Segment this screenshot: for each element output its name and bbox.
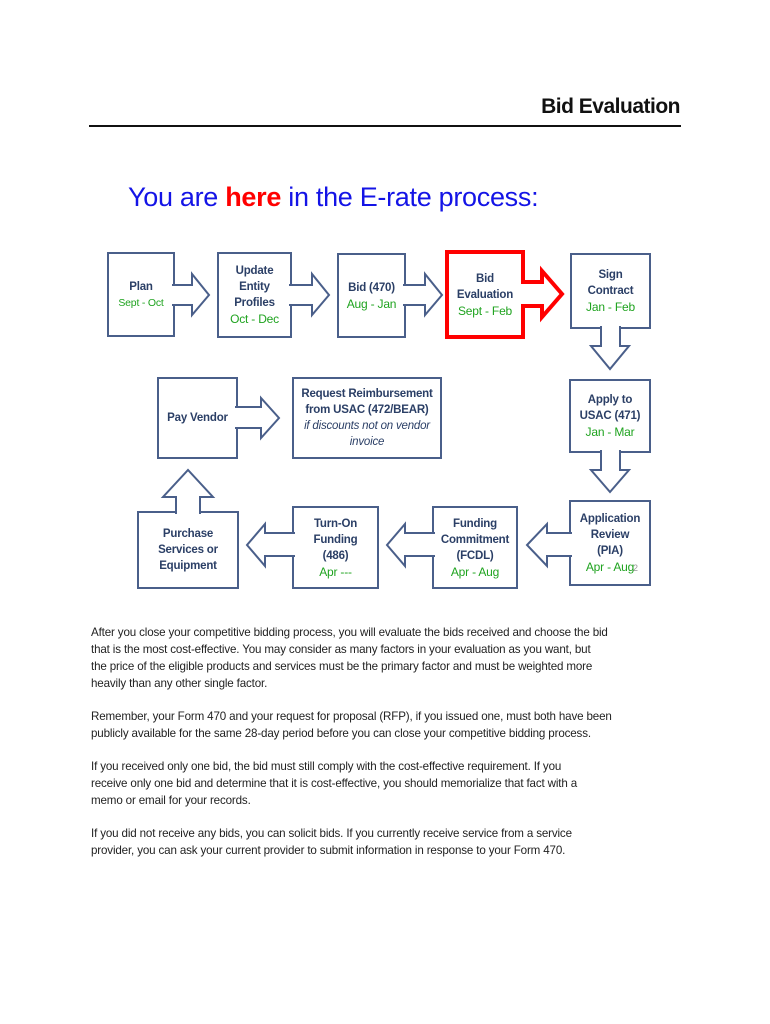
step-label: Review [590,529,630,541]
plan-box-shape [107,252,175,337]
heading-highlight: here [225,182,282,212]
step-label: Contract [587,285,634,297]
step-funding-commitment: Funding Commitment (FCDL) Apr - Aug [433,507,517,588]
text-line: provider, you can ask your current provi… [91,844,566,857]
step-label: Services or [158,544,218,556]
step-turn-on-funding: Turn-On Funding (486) Apr --- [293,507,378,588]
step-request-reimbursement: Request Reimbursement from USAC (472/BEA… [293,378,441,458]
step-label: Apply to [587,394,633,406]
arrow-right-icon [289,271,331,318]
step-bid-470: Bid (470) Aug - Jan [338,254,405,337]
step-application-review: Application Review (PIA) Apr - Aug [570,501,650,585]
step-date: Apr - Aug [585,560,635,574]
arrow-down-icon [588,326,632,371]
text-line: that is the most cost-effective. You may… [91,643,591,656]
step-label: Request Reimbursement [301,388,433,400]
arrow-right-highlight-icon [521,265,565,323]
step-label: Sign [598,269,623,281]
step-label: (FCDL) [456,549,494,562]
arrow-left-icon [385,521,435,569]
step-bid-evaluation-current: Bid Evaluation Sept - Feb [447,252,523,337]
step-label: Update [235,265,274,277]
text-line: heavily than any other single factor. [91,677,268,690]
heading-text: You are [128,182,226,212]
heading-text-end: in the E-rate process: [281,182,539,212]
text-line: If you received only one bid, the bid mu… [91,760,562,773]
step-purchase: Purchase Services or Equipment [138,512,238,588]
step-label: from USAC (472/BEAR) [305,404,429,416]
step-label: Evaluation [456,288,514,301]
step-sign-contract: Sign Contract Jan - Feb [571,254,650,328]
arrow-down-icon [588,450,632,494]
step-label: (PIA) [597,545,623,557]
step-date: Apr --- [319,564,352,579]
erate-flowchart [107,250,651,589]
step-date: Sept - Feb [457,303,513,318]
step-date: Aug - Jan [346,296,397,311]
step-label: Plan [129,280,153,293]
sign-box-shape [570,253,651,329]
step-label: Purchase [162,528,214,540]
arrow-up-icon [160,468,216,514]
step-label: Profiles [234,297,275,309]
step-update-entity-profiles: Update Entity Profiles Oct - Dec [218,253,291,337]
text-line: the price of the eligible products and s… [91,660,593,673]
process-heading: You are here in the E-rate process: [128,182,539,213]
step-label: Equipment [159,560,217,572]
arrow-left-icon [525,521,572,569]
step-label: Application [579,513,641,525]
text-line: After you close your competitive bidding… [91,626,608,639]
step-plan: Plan Sept - Oct [108,253,174,336]
step-label: Funding [453,517,497,530]
paragraph: If you did not receive any bids, you can… [91,825,691,859]
body-text: After you close your competitive bidding… [91,624,691,875]
step-date: Oct - Dec [230,312,279,326]
update-box-shape [217,252,292,338]
text-line: Remember, your Form 470 and your request… [91,710,612,723]
step-label: Entity [239,281,270,293]
paragraph: Remember, your Form 470 and your request… [91,708,691,742]
step-date: Jan - Mar [585,425,635,439]
step-label: Turn-On [313,517,358,530]
step-pay-vendor: Pay Vendor [158,378,237,458]
bideval-box-shape [445,250,525,339]
arrow-left-icon [245,521,295,569]
step-date: Sept - Oct [118,296,164,309]
review-box-shape [569,500,651,586]
step-label: Bid (470) [348,281,395,294]
paragraph: If you received only one bid, the bid mu… [91,758,691,809]
step-note: if discounts not on vendor [304,420,430,432]
step-apply-471: Apply to USAC (471) Jan - Mar [570,380,650,452]
apply-box-shape [569,379,651,453]
text-line: memo or email for your records. [91,794,251,807]
text-line: publicly available for the same 28-day p… [91,727,591,740]
step-date: Apr - Aug [450,564,500,579]
step-label: Pay Vendor [167,412,228,424]
arrow-right-icon [403,271,444,318]
paragraph: After you close your competitive bidding… [91,624,691,692]
step-label: Commitment [440,533,510,546]
step-label: Funding [313,533,358,546]
reimb-box-shape [292,377,442,459]
step-label: USAC (471) [579,410,641,422]
arrow-right-icon [172,271,211,318]
header-rule [89,125,681,127]
text-line: If you did not receive any bids, you can… [91,827,572,840]
text-line: receive only one bid and determine that … [91,777,578,790]
slide-number: 2 [633,563,639,573]
step-note: invoice [349,436,385,448]
fcdl-box-shape [432,506,518,589]
step-date: Jan - Feb [586,300,635,314]
page-header-title: Bid Evaluation [541,95,680,118]
step-label: (486) [322,549,349,562]
arrow-right-icon [235,395,281,441]
step-label: Bid [476,272,494,285]
